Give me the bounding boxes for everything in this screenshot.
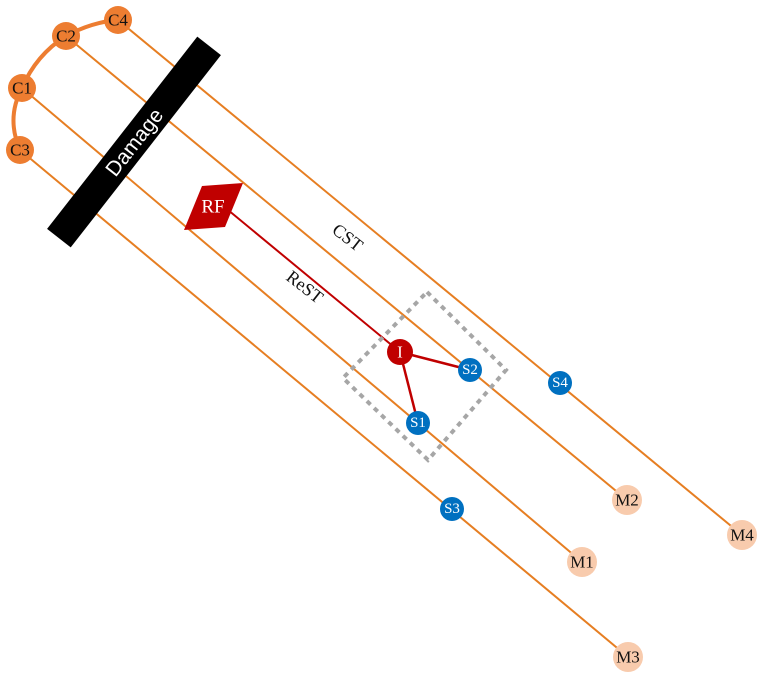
inset-box — [340, 289, 509, 463]
s4-node — [548, 371, 572, 395]
s3-label: S3 — [444, 501, 460, 517]
c1-label: C1 — [12, 79, 32, 98]
m1-label: M1 — [570, 553, 594, 572]
s2-label: S2 — [462, 362, 478, 378]
c3-node — [6, 136, 34, 164]
cortical-arc — [11, 18, 119, 151]
c2-label: C2 — [56, 27, 76, 46]
s2-node — [458, 358, 482, 382]
m3-node — [613, 642, 643, 672]
rest-line — [221, 204, 401, 353]
s1-label: S1 — [410, 415, 426, 431]
m2-label: M2 — [615, 491, 639, 510]
cst-label: CST — [329, 219, 367, 255]
interneuron-node — [387, 339, 413, 365]
rf-label: RF — [201, 197, 224, 218]
m1-node — [567, 547, 597, 577]
c4-node — [104, 6, 132, 34]
c4-label: C4 — [108, 11, 128, 30]
damage-label: Damage — [101, 104, 168, 181]
m4-node — [727, 520, 757, 550]
c1-node — [8, 74, 36, 102]
m4-label: M4 — [730, 526, 754, 545]
tract-line-c4-m4 — [117, 19, 743, 536]
c2-node — [52, 22, 80, 50]
m2-node — [612, 485, 642, 515]
m3-label: M3 — [616, 648, 640, 667]
s1-node — [406, 411, 430, 435]
s3-node — [440, 497, 464, 521]
tract-line-c3-m3 — [19, 149, 629, 658]
s4-label: S4 — [552, 375, 568, 391]
interneuron-label: I — [397, 343, 403, 362]
rf-node — [184, 183, 243, 230]
c3-label: C3 — [10, 141, 30, 160]
